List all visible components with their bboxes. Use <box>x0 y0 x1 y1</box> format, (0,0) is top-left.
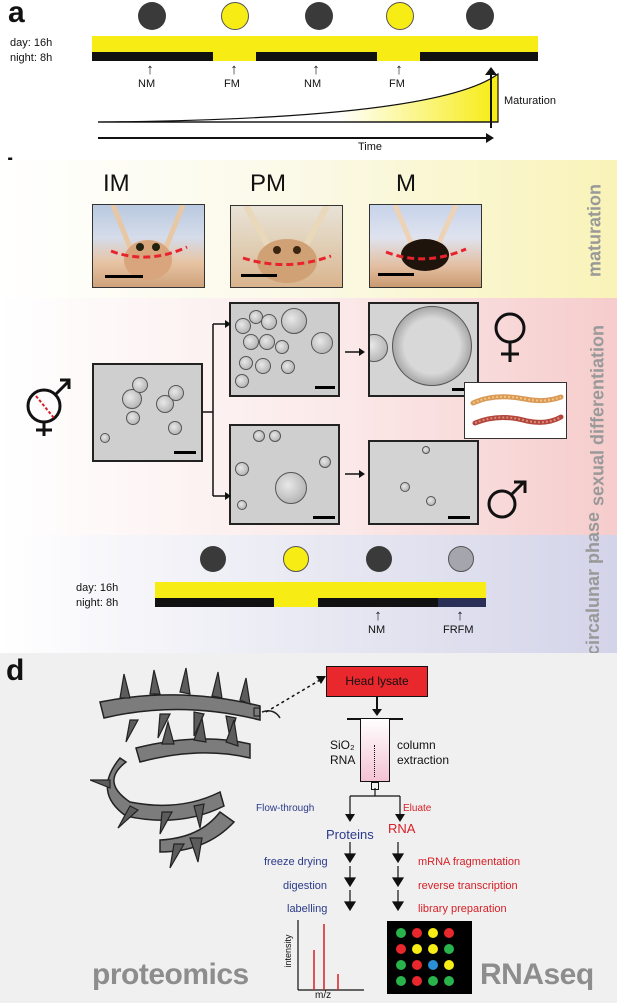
sio2-label: SiO₂ <box>330 738 355 752</box>
dotted-arrow <box>265 676 326 713</box>
arrow-up-icon: ↑ <box>395 61 403 78</box>
arrow-up-icon: ↑ <box>230 61 238 78</box>
proteomics-title: proteomics <box>92 958 249 991</box>
full-moon-light <box>274 598 318 607</box>
night-label: night: 8h <box>10 52 53 64</box>
panel-d-letter: d <box>6 654 25 687</box>
flow-through-label: Flow-through <box>256 803 315 814</box>
arrow-up-icon: ↑ <box>146 61 154 78</box>
night-bar <box>92 52 538 61</box>
full-moon-light <box>213 52 256 61</box>
hermaphrodite-symbol-icon <box>26 378 71 436</box>
cell-micrograph-female-early <box>229 302 340 397</box>
protein-step-3: labelling <box>287 903 328 915</box>
moon-phase-full-icon <box>283 546 309 572</box>
cell-micrograph-male-mature <box>368 440 479 525</box>
female-symbol-icon <box>494 312 526 362</box>
rna-label: RNA <box>388 821 416 836</box>
arrow-right-icon <box>486 133 494 143</box>
marker-label: FM <box>224 78 240 90</box>
cell-micrograph-female-mature <box>368 302 479 397</box>
moon-phase-full-icon <box>221 2 249 30</box>
column-center <box>374 745 377 777</box>
day-label: day: 16h <box>10 37 53 49</box>
day-label: day: 16h <box>76 582 119 594</box>
arrow-up-icon: ↑ <box>312 61 320 78</box>
marker-label: NM <box>304 78 322 90</box>
panel-a-letter: a <box>8 0 25 29</box>
moon-phase-full-icon <box>386 2 414 30</box>
maturation-side-label: maturation <box>584 184 605 278</box>
eluate-label: Eluate <box>403 803 432 814</box>
rna-step-2: reverse transcription <box>418 880 518 892</box>
artificial-light <box>438 598 486 607</box>
protein-step-2: digestion <box>283 880 328 892</box>
stage-label-pm: PM <box>250 170 286 197</box>
column-label: column <box>397 738 436 752</box>
moon-phase-dark-icon <box>200 546 226 572</box>
moon-phase-dark-icon <box>466 2 494 30</box>
night-label: night: 8h <box>76 597 119 609</box>
cell-micrograph-undifferentiated <box>92 363 203 462</box>
proteins-label: Proteins <box>326 827 374 842</box>
column-rim <box>347 718 403 720</box>
rna-step-3: library preparation <box>418 903 507 915</box>
time-axis <box>98 137 488 139</box>
mass-spectrum <box>297 920 364 991</box>
protein-step-1: freeze drying <box>264 856 328 868</box>
head-photo-im <box>92 204 205 288</box>
stage-label-im: IM <box>103 170 130 197</box>
full-moon-light <box>377 52 420 61</box>
day-bar <box>92 36 538 52</box>
rnaseq-title: RNAseq <box>480 958 594 991</box>
step-arrows <box>343 842 405 912</box>
circalunar-side-label: circalunar phase <box>583 511 603 655</box>
day-bar <box>155 582 486 598</box>
column-tube <box>360 719 390 782</box>
cell-micrograph-male-early <box>229 424 340 525</box>
branch-arrows <box>203 320 365 500</box>
stage-label-m: M <box>396 170 416 197</box>
night-bar <box>155 598 486 607</box>
arrow-down-icon <box>372 709 382 716</box>
marker-label: NM <box>368 624 386 636</box>
arrow-up-icon: ↑ <box>374 607 382 624</box>
head-photo-m <box>369 204 482 288</box>
moon-phase-dark-icon <box>305 2 333 30</box>
marker-label: NM <box>138 78 156 90</box>
head-photo-pm <box>230 205 343 288</box>
marker-label: FM <box>389 78 405 90</box>
male-symbol-icon <box>487 480 527 519</box>
moon-phase-dark-icon <box>138 2 166 30</box>
moon-phase-dark-icon <box>366 546 392 572</box>
arrow-up-icon: ↑ <box>456 607 464 624</box>
maturation-arrow <box>490 72 492 128</box>
moon-phase-artificial-icon <box>448 546 474 572</box>
adult-worms-inset <box>464 382 567 439</box>
maturation-label: Maturation <box>504 95 556 107</box>
mz-axis-label: m/z <box>315 990 332 1001</box>
time-label: Time <box>358 141 383 153</box>
rna-step-1: mRNA fragmentation <box>418 856 521 868</box>
sexual-differentiation-side-label: sexual differentiation <box>587 324 608 507</box>
rna-column-label: RNA <box>330 753 356 767</box>
extraction-label: extraction <box>397 753 450 767</box>
worm-illustration <box>90 667 281 869</box>
arrow-up-icon <box>485 67 497 75</box>
split-arrows <box>345 788 405 822</box>
rnaseq-array <box>387 921 472 994</box>
head-lysate-box: Head lysate <box>326 666 428 697</box>
flow-arrow <box>376 697 378 711</box>
marker-label: FRFM <box>443 624 474 636</box>
intensity-axis-label: intensity <box>283 934 293 968</box>
maturation-curve <box>97 72 499 123</box>
